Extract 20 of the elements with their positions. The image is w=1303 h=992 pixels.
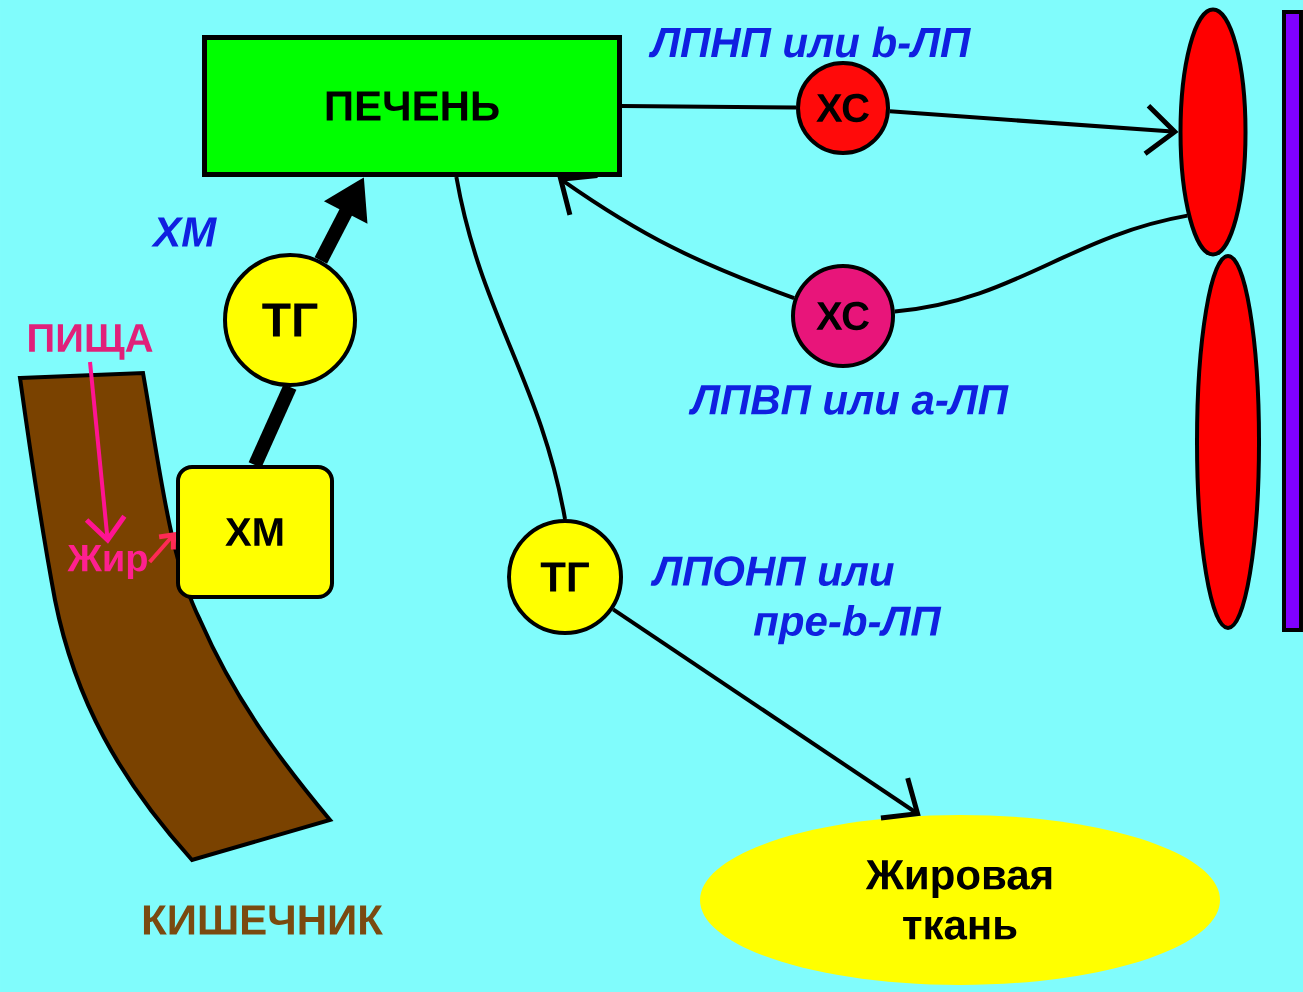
arrow (84, 361, 127, 544)
caption-text: ХМ (151, 217, 217, 247)
arrow (612, 607, 921, 821)
connector-line (248, 384, 297, 468)
arrow (557, 173, 795, 301)
particle-box: ХМ (176, 465, 334, 599)
organ-box: ПЕЧЕНЬ (202, 35, 622, 177)
connector-line (454, 176, 567, 520)
intestine-label: КИШЕЧНИК (143, 905, 383, 935)
arrow (148, 532, 176, 564)
caption-text: ЛПВП или а-ЛП (688, 385, 1009, 415)
connector-line (894, 213, 1188, 314)
text-label: ПИЩА (29, 324, 153, 360)
cell-ellipse (1178, 7, 1248, 257)
arrow (889, 104, 1179, 156)
text-label: Жир (67, 545, 147, 579)
connector-line (622, 104, 797, 110)
caption-text: ЛПОНП или пре-b-ЛП (650, 556, 942, 645)
caption-text: ЛПНП или b-ЛП (648, 26, 971, 58)
cell-ellipse (1195, 254, 1261, 630)
